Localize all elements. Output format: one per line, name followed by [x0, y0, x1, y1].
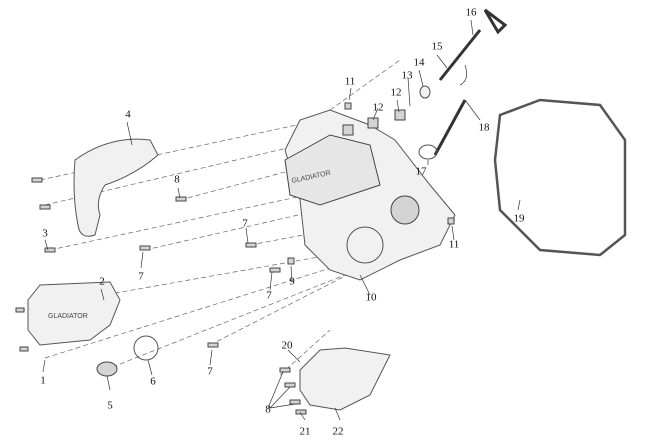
callout-11: 11: [344, 75, 356, 88]
callout-17: 17: [415, 165, 427, 178]
callout-2: 2: [99, 275, 105, 288]
callout-20: 20: [281, 339, 293, 352]
callout-22: 22: [332, 425, 344, 438]
callout-7c: 7: [266, 289, 272, 302]
callout-12b: 12: [372, 101, 384, 114]
callout-1: 1: [40, 374, 46, 387]
callout-8: 8: [174, 173, 180, 186]
callout-7b: 7: [138, 270, 144, 283]
callout-11b: 11: [448, 238, 460, 251]
callout-18: 18: [478, 121, 490, 134]
logo-small-cover: GLADIATOR: [48, 313, 88, 320]
cover-part-2: [27, 281, 121, 346]
callout-9: 9: [289, 275, 295, 288]
callout-15: 15: [431, 40, 443, 53]
callout-13: 13: [401, 69, 413, 82]
callout-4: 4: [125, 108, 131, 121]
callout-14: 14: [413, 56, 425, 69]
cover-part-22: [299, 347, 391, 411]
callout-10: 10: [365, 291, 377, 304]
callout-16: 16: [465, 6, 477, 19]
callout-21: 21: [299, 425, 311, 438]
callout-7a: 7: [242, 217, 248, 230]
callout-6: 6: [150, 375, 156, 388]
callout-5: 5: [107, 399, 113, 412]
callout-8b: 8: [265, 403, 271, 416]
callout-12: 12: [390, 86, 402, 99]
callout-7d: 7: [207, 365, 213, 378]
gasket-part-19: [493, 98, 627, 257]
cover-part-4: [73, 138, 159, 237]
callout-3: 3: [42, 227, 48, 240]
callout-19: 19: [513, 212, 525, 225]
